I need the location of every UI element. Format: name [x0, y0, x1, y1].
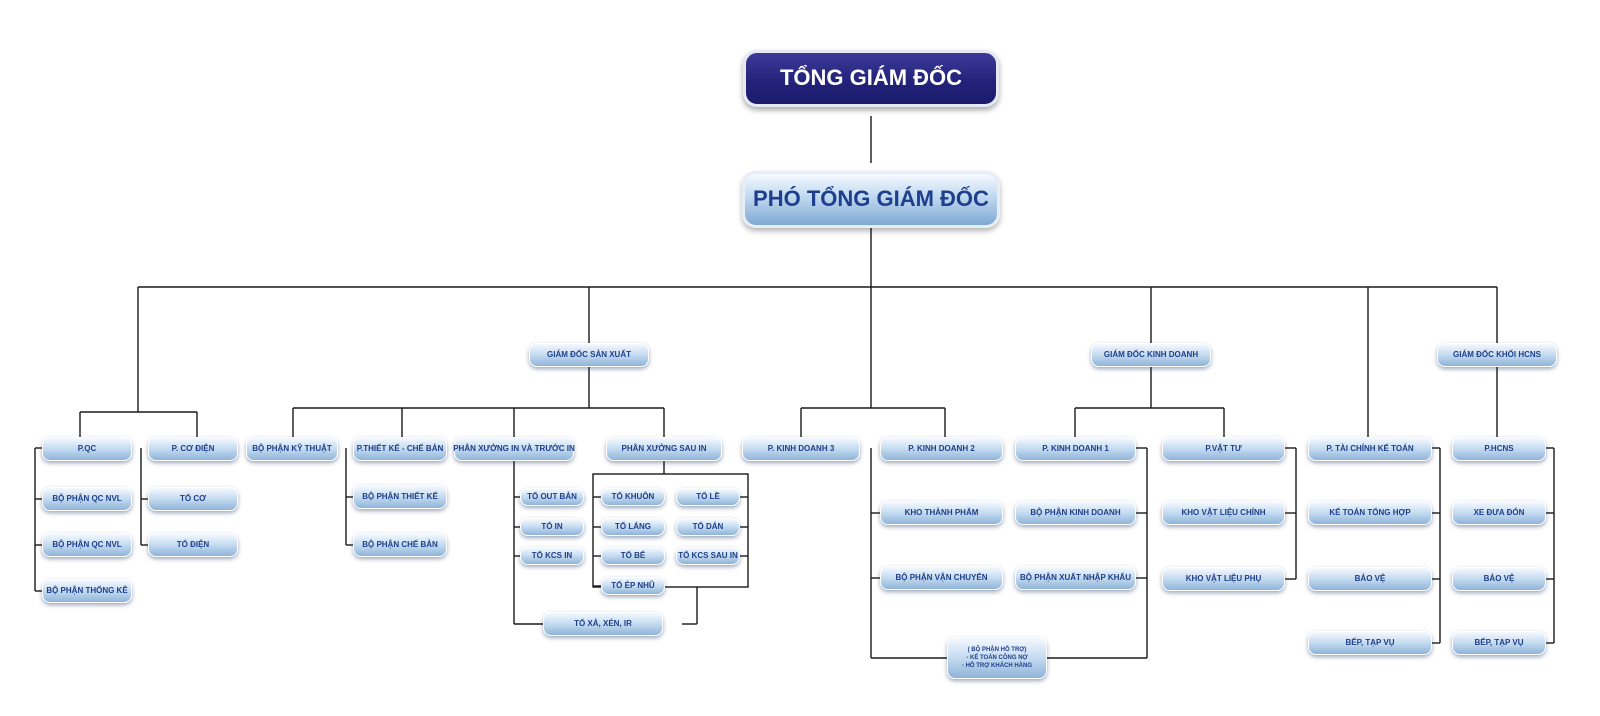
- technical-box: BỘ PHẬN KỸ THUẬT: [246, 437, 338, 461]
- ceo-box: TỔNG GIÁM ĐỐC: [743, 50, 999, 107]
- post-print-left-1-box: TỔ KHUÔN: [601, 488, 665, 506]
- qc-item-1-box: BỘ PHẬN QC NVL: [42, 487, 132, 511]
- post-print-right-3-box: TỔ KCS SAU IN: [676, 547, 740, 565]
- print-workshop-head-label: PHÂN XƯỞNG IN VÀ TRƯỚC IN: [453, 443, 575, 453]
- sales1-head-label: P. KINH DOANH 1: [1042, 443, 1109, 453]
- sales2-item-2-box: BỘ PHẬN VẬN CHUYỂN: [880, 566, 1003, 590]
- sales1-item-1-box: BỘ PHẬN KINH DOANH: [1015, 501, 1136, 525]
- qc-item-2-label: BỘ PHẬN QC NVL: [52, 539, 122, 549]
- design-item-1-label: BỘ PHẬN THIẾT KẾ: [362, 491, 438, 501]
- hr-director-label: GIÁM ĐỐC KHỐI HCNS: [1453, 349, 1541, 359]
- support-box: ( BỘ PHẬN HỖ TRỢ) - KẾ TOÁN CÔNG NỢ - HỖ…: [947, 637, 1047, 679]
- finance-item-1-label: KẾ TOÁN TỔNG HỢP: [1329, 507, 1411, 517]
- sales3-box: P. KINH DOANH 3: [742, 437, 860, 461]
- business-director-label: GIÁM ĐỐC KINH DOANH: [1103, 349, 1199, 359]
- mechanical-head-label: P. CƠ ĐIỆN: [171, 443, 215, 453]
- sales1-item-1-label: BỘ PHẬN KINH DOANH: [1030, 507, 1121, 517]
- print-workshop-item-1-label: TỔ OUT BẢN: [527, 491, 577, 501]
- post-print-right-1-box: TỔ LỀ: [676, 488, 740, 506]
- print-workshop-item-2-box: TỔ IN: [520, 518, 584, 536]
- post-print-left-2-label: TỔ LÁNG: [615, 521, 651, 531]
- mechanical-item-2-label: TỔ ĐIỆN: [176, 539, 210, 549]
- deputy-ceo-label: PHÓ TỔNG GIÁM ĐỐC: [753, 186, 989, 212]
- design-item-1-box: BỘ PHẬN THIẾT KẾ: [353, 485, 447, 509]
- print-workshop-item-3-label: TỔ KCS IN: [531, 550, 573, 560]
- finance-head-box: P. TÀI CHÍNH KẾ TOÁN: [1308, 437, 1432, 461]
- hcns-item-2-label: BẢO VỆ: [1483, 573, 1515, 583]
- print-workshop-item-3-box: TỔ KCS IN: [520, 547, 584, 565]
- materials-item-1-box: KHO VẬT LIỆU CHÍNH: [1162, 501, 1285, 525]
- production-director-label: GIÁM ĐỐC SẢN XUẤT: [547, 349, 631, 359]
- sales2-item-1-box: KHO THÀNH PHẨM: [880, 501, 1003, 525]
- materials-head-label: P.VẬT TƯ: [1205, 443, 1242, 453]
- post-print-left-1-label: TỔ KHUÔN: [611, 491, 655, 501]
- post-print-left-4-label: TỔ ÉP NHŨ: [611, 580, 655, 590]
- cutting-label: TỔ XẢ, XÉN, IR: [574, 618, 632, 628]
- sales1-item-2-label: BỘ PHẬN XUẤT NHẬP KHẨU: [1020, 572, 1131, 582]
- finance-item-2-label: BẢO VỆ: [1354, 573, 1386, 583]
- post-print-head-label: PHÂN XƯỞNG SAU IN: [621, 443, 707, 453]
- mechanical-item-1-box: TỔ CƠ: [148, 487, 238, 511]
- hcns-head-box: P.HCNS: [1452, 437, 1546, 461]
- design-head-box: P.THIẾT KẾ - CHẾ BẢN: [353, 437, 447, 461]
- mechanical-item-1-label: TỔ CƠ: [180, 493, 206, 503]
- finance-item-1-box: KẾ TOÁN TỔNG HỢP: [1308, 501, 1432, 525]
- print-workshop-item-2-label: TỔ IN: [541, 521, 563, 531]
- materials-item-2-box: KHO VẬT LIỆU PHỤ: [1162, 567, 1285, 591]
- technical-label: BỘ PHẬN KỸ THUẬT: [252, 443, 332, 453]
- hcns-item-2-box: BẢO VỆ: [1452, 567, 1546, 591]
- ceo-label: TỔNG GIÁM ĐỐC: [779, 65, 963, 91]
- mechanical-head-box: P. CƠ ĐIỆN: [148, 437, 238, 461]
- cutting-box: TỔ XẢ, XÉN, IR: [543, 612, 663, 636]
- hcns-item-3-label: BẾP, TẠP VỤ: [1474, 637, 1524, 647]
- materials-head-box: P.VẬT TƯ: [1162, 437, 1285, 461]
- hcns-item-1-label: XE ĐƯA ĐÓN: [1473, 507, 1525, 517]
- sales2-item-1-label: KHO THÀNH PHẨM: [904, 507, 979, 517]
- post-print-left-3-label: TỔ BẾ: [620, 550, 646, 560]
- design-item-2-box: BỘ PHẬN CHẾ BẢN: [353, 533, 447, 557]
- sales2-head-box: P. KINH DOANH 2: [880, 437, 1003, 461]
- finance-item-3-label: BẾP, TẠP VỤ: [1345, 637, 1395, 647]
- sales1-head-box: P. KINH DOANH 1: [1015, 437, 1136, 461]
- design-head-label: P.THIẾT KẾ - CHẾ BẢN: [356, 443, 444, 453]
- sales1-item-2-box: BỘ PHẬN XUẤT NHẬP KHẨU: [1015, 566, 1136, 590]
- sales3-label: P. KINH DOANH 3: [767, 443, 835, 453]
- production-director-box: GIÁM ĐỐC SẢN XUẤT: [529, 343, 649, 367]
- post-print-right-2-label: TỔ DÁN: [692, 521, 724, 531]
- post-print-right-2-box: TỔ DÁN: [676, 518, 740, 536]
- print-workshop-head-box: PHÂN XƯỞNG IN VÀ TRƯỚC IN: [453, 437, 575, 461]
- qc-item-2-box: BỘ PHẬN QC NVL: [42, 533, 132, 557]
- sales2-item-2-label: BỘ PHẬN VẬN CHUYỂN: [895, 572, 988, 582]
- finance-item-3-box: BẾP, TẠP VỤ: [1308, 631, 1432, 655]
- hr-director-box: GIÁM ĐỐC KHỐI HCNS: [1437, 343, 1557, 367]
- post-print-left-2-box: TỔ LÁNG: [601, 518, 665, 536]
- hcns-head-label: P.HCNS: [1484, 443, 1514, 453]
- post-print-right-3-label: TỔ KCS SAU IN: [678, 550, 738, 560]
- qc-head-box: P.QC: [42, 437, 132, 461]
- print-workshop-item-1-box: TỔ OUT BẢN: [520, 488, 584, 506]
- business-director-box: GIÁM ĐỐC KINH DOANH: [1091, 343, 1211, 367]
- post-print-left-4-box: TỔ ÉP NHŨ: [601, 577, 665, 595]
- finance-head-label: P. TÀI CHÍNH KẾ TOÁN: [1326, 443, 1414, 453]
- materials-item-1-label: KHO VẬT LIỆU CHÍNH: [1181, 507, 1266, 517]
- deputy-ceo-box: PHÓ TỔNG GIÁM ĐỐC: [742, 171, 1000, 228]
- qc-item-3-box: BỘ PHẬN THỐNG KÊ: [42, 579, 132, 603]
- qc-item-1-label: BỘ PHẬN QC NVL: [52, 493, 122, 503]
- post-print-head-box: PHÂN XƯỞNG SAU IN: [606, 437, 722, 461]
- hcns-item-3-box: BẾP, TẠP VỤ: [1452, 631, 1546, 655]
- mechanical-item-2-box: TỔ ĐIỆN: [148, 533, 238, 557]
- support-line-1: ( BỘ PHẬN HỖ TRỢ): [967, 646, 1027, 653]
- post-print-left-3-box: TỔ BẾ: [601, 547, 665, 565]
- design-item-2-label: BỘ PHẬN CHẾ BẢN: [362, 539, 438, 549]
- materials-item-2-label: KHO VẬT LIỆU PHỤ: [1185, 573, 1262, 583]
- qc-item-3-label: BỘ PHẬN THỐNG KÊ: [46, 585, 128, 595]
- sales2-head-label: P. KINH DOANH 2: [908, 443, 975, 453]
- qc-head-label: P.QC: [77, 443, 97, 453]
- support-line-2: - KẾ TOÁN CÔNG NỢ: [966, 654, 1028, 661]
- finance-item-2-box: BẢO VỆ: [1308, 567, 1432, 591]
- post-print-right-1-label: TỔ LỀ: [696, 491, 720, 501]
- hcns-item-1-box: XE ĐƯA ĐÓN: [1452, 501, 1546, 525]
- support-line-3: - HỖ TRỢ KHÁCH HÀNG: [961, 663, 1033, 670]
